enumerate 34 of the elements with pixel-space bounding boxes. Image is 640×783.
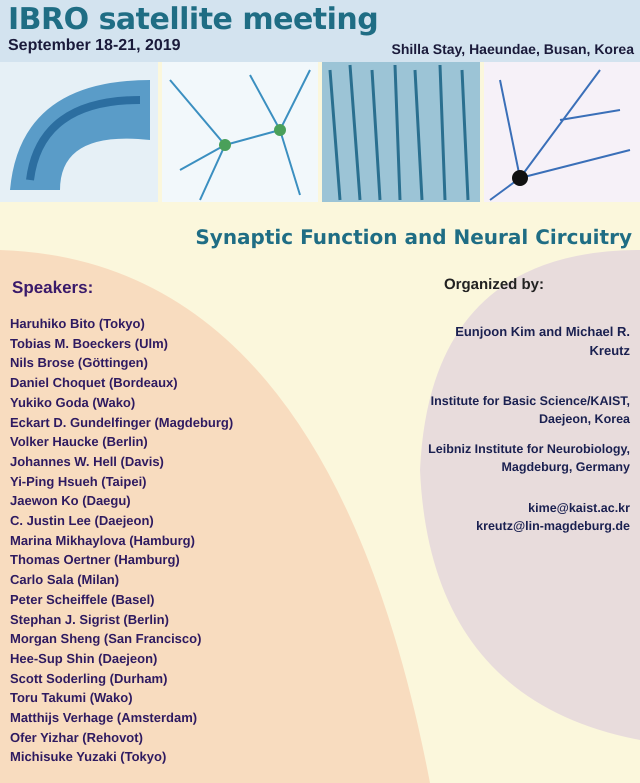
speaker-name: Daniel Choquet (Bordeaux) [10, 375, 178, 390]
speaker-name: Yi-Ping Hsueh (Taipei) [10, 474, 147, 489]
speaker-name: Haruhiko Bito (Tokyo) [10, 316, 145, 331]
email-address: kreutz@lin-magdeburg.de [476, 519, 630, 533]
event-location: Shilla Stay, Haeundae, Busan, Korea [392, 41, 634, 57]
section-heading: Organized by: [444, 276, 544, 293]
organizer-names: Eunjoon Kim and Michael R. Kreutz [454, 323, 630, 360]
speaker-name: Thomas Oertner (Hamburg) [10, 552, 180, 568]
event-date: September 18-21, 2019 [8, 37, 181, 55]
subtitle: Synaptic Function and Neural Circuitry [195, 225, 632, 249]
speaker-name: Stephan J. Sigrist (Berlin) [10, 612, 169, 626]
speaker-name: Scott Soderling (Durham) [10, 670, 168, 686]
speaker-name: Marina Mikhaylova (Hamburg) [10, 532, 195, 548]
speaker-name: Toru Takumi (Wako) [10, 690, 133, 706]
speaker-name: Peter Scheiffele (Basel) [10, 592, 155, 607]
speaker-name: Jaewon Ko (Daegu) [10, 493, 131, 508]
speaker-name: Eckart D. Gundelfinger (Magdeburg) [10, 414, 234, 430]
section-heading: Speakers: [12, 278, 94, 298]
institution-text: Institute for Basic Science/KAIST, Daejeon, Korea [430, 393, 630, 428]
institution-text: Leibniz Institute for Neurobiology, Magdeburg, Germany [427, 441, 630, 476]
speaker-name: Morgan Sheng (San Francisco) [10, 631, 202, 646]
speaker-name: Volker Haucke (Berlin) [10, 434, 148, 450]
email-address: kime@kaist.ac.kr [528, 501, 630, 515]
speaker-name: Carlo Sala (Milan) [10, 572, 120, 588]
speaker-name: Ofer Yizhar (Rehovot) [10, 730, 143, 745]
speaker-name: Hee-Sup Shin (Daejeon) [10, 650, 158, 666]
speaker-name: Yukiko Goda (Wako) [10, 394, 136, 410]
speaker-name: Johannes W. Hell (Davis) [10, 454, 164, 469]
speaker-name: Michisuke Yuzaki (Tokyo) [10, 749, 166, 764]
poster-title: IBRO satellite meeting [8, 2, 378, 37]
speaker-name: Tobias M. Boeckers (Ulm) [10, 336, 168, 351]
speaker-name: C. Justin Lee (Daejeon) [10, 513, 154, 528]
speaker-name: Matthijs Verhage (Amsterdam) [10, 710, 198, 725]
speaker-name: Nils Brose (Göttingen) [10, 355, 148, 370]
